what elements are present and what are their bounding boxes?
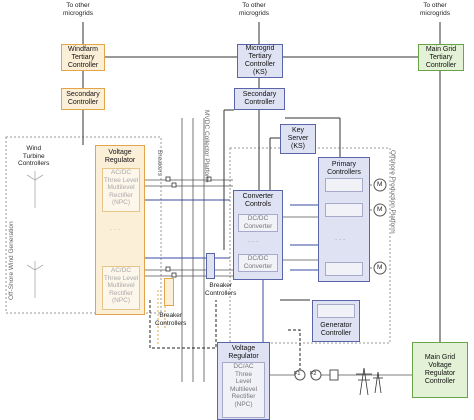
- motor-3-label: M: [377, 264, 383, 271]
- offshore-wind-region-label: Off-Shore Wind Generation: [8, 221, 15, 300]
- to-other-microgrids-label-mid: To other microgrids: [239, 2, 269, 17]
- mvdc-platform-label: MVDC Collector Platform: [203, 110, 210, 183]
- ac-dc-rectifier-bottom: AC/DC Three Level Multilevel Rectifier (…: [102, 266, 140, 310]
- wind-turbine-icons: [26, 171, 44, 298]
- wind-turbine-controllers-label: Wind Turbine Controllers: [18, 145, 50, 167]
- primary-controller-unit-3: [325, 262, 363, 276]
- dashed-control-loop: [149, 300, 217, 349]
- secondary-controller-windfarm: Secondary Controller: [61, 88, 105, 110]
- primary-controllers-label: Primary Controllers: [327, 161, 361, 176]
- mvdc-buses: [181, 118, 205, 382]
- dashed-link-right: [288, 329, 301, 375]
- communication-links: [82, 22, 441, 342]
- filter-symbols: [294, 369, 339, 381]
- dc-dc-converter-2: DC/DC Converter: [238, 254, 278, 272]
- secondary-controller-microgrid: Secondary Controller: [234, 88, 285, 110]
- generator-unit: [317, 304, 355, 318]
- filter-2-label: F2: [310, 371, 317, 377]
- dots-converter: · · ·: [248, 238, 259, 245]
- microgrid-tertiary-controller: Microgrid Tertiary Controller (KS): [237, 44, 283, 78]
- ac-dc-rectifier-top: AC/DC Three Level Multilevel Rectifier (…: [102, 168, 140, 212]
- main-grid-tertiary-controller: Main Grid Tertiary Controller: [418, 44, 464, 71]
- primary-controller-unit-1: [325, 178, 363, 192]
- breaker-controller-unit-left: [164, 278, 174, 306]
- motor-2-label: M: [377, 206, 383, 213]
- key-server: Key Server (KS): [280, 124, 316, 154]
- converter-controls-label: Converter Controls: [242, 193, 274, 208]
- dots-windfarm: · · ·: [110, 226, 121, 233]
- voltage-regulator-main-label: Voltage Regulator: [228, 345, 259, 360]
- generator-controller-label: Generator Controller: [320, 322, 352, 337]
- windfarm-tertiary-controller: Windfarm Tertiary Controller: [61, 44, 105, 71]
- voltage-regulator-windfarm-label: Voltage Regulator: [104, 149, 136, 164]
- dc-ac-inverter: DC/AC Three Level Multilevel Rectifier (…: [222, 362, 265, 418]
- to-other-microgrids-label-right: To other microgrids: [420, 2, 450, 17]
- filter-1-label: F1: [294, 371, 301, 377]
- primary-controller-unit-2: [325, 203, 363, 217]
- primary-controllers: Primary Controllers: [318, 157, 370, 282]
- motor-1-label: M: [377, 181, 383, 188]
- transmission-tower-icon: [356, 367, 383, 396]
- dc-dc-converter-1: DC/DC Converter: [238, 214, 278, 232]
- control-signals: [145, 199, 318, 350]
- breaker-controller-unit-mid: [206, 253, 215, 279]
- offshore-production-region-label: Offshore Production Platform: [389, 150, 396, 234]
- to-other-microgrids-label-left: To other microgrids: [63, 2, 93, 17]
- motor-symbols: [373, 178, 387, 275]
- breaker-controllers-label-mid: Breaker Controllers: [205, 282, 237, 297]
- main-grid-voltage-regulator-controller: Main Grid Voltage Regulator Controller: [412, 342, 468, 398]
- breakers-label: Breakers: [156, 150, 163, 177]
- breaker-controllers-label-left: Breaker Controllers: [155, 312, 187, 327]
- dots-primary: · · ·: [335, 236, 346, 243]
